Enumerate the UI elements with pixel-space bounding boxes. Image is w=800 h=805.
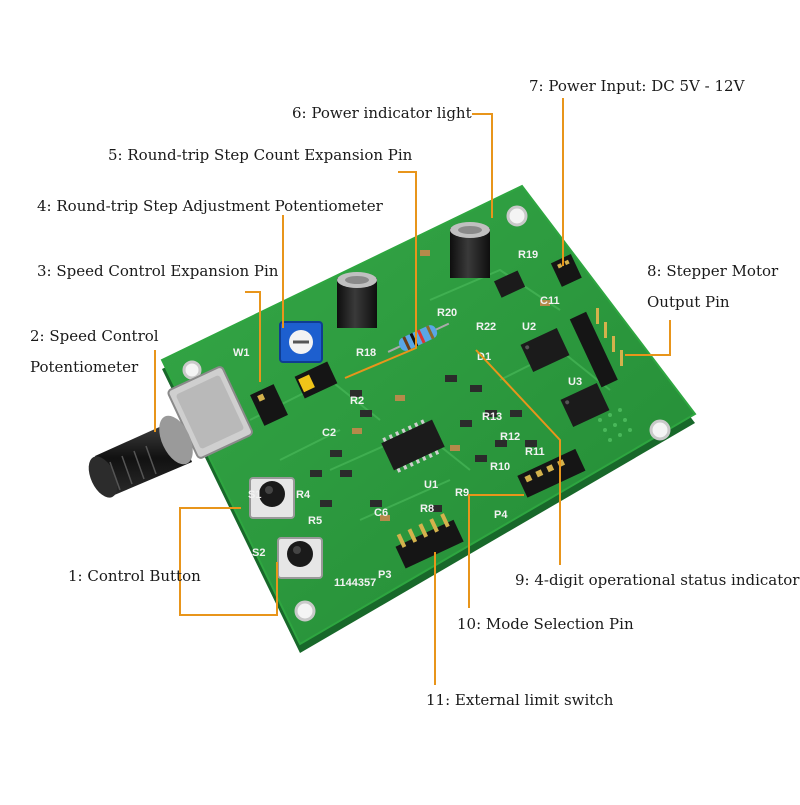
silk-c6: C6 [374, 507, 388, 519]
leader-6 [472, 113, 493, 218]
silk-r18: R18 [356, 347, 376, 359]
control-button-s2 [277, 537, 323, 579]
silk-r5: R5 [308, 515, 322, 527]
speed-potentiometer [88, 366, 253, 498]
silk-r22: R22 [476, 321, 496, 333]
step-count-pin-header [294, 361, 338, 399]
ic-u3 [560, 382, 610, 428]
ic-u1 [381, 419, 445, 473]
capacitor-c10 [337, 272, 377, 328]
smd-components [310, 375, 537, 512]
silk-r20: R20 [437, 307, 457, 319]
silk-r2: R2 [350, 395, 364, 407]
capacitor-c12 [450, 222, 490, 278]
silk-r12: R12 [500, 431, 520, 443]
leader-3 [245, 291, 261, 382]
blue-trimmer-potentiometer [279, 321, 323, 363]
label-limit-switch: 11: External limit switch [426, 691, 614, 709]
speed-expansion-pin-header [250, 384, 288, 426]
label-control-button: 1: Control Button [68, 567, 201, 585]
label-mode-selection: 10: Mode Selection Pin [457, 615, 634, 633]
leader-1 [179, 507, 278, 616]
label-power-indicator: 6: Power indicator light [292, 104, 472, 122]
silk-r9: R9 [455, 487, 469, 499]
silk-r10: R10 [490, 461, 510, 473]
power-input-header [550, 254, 582, 287]
pcb-board [160, 184, 697, 646]
silk-u3: U3 [568, 376, 582, 388]
smd-capacitors [352, 250, 550, 521]
silk-w1: W1 [233, 347, 250, 359]
silk-r8: R8 [420, 503, 434, 515]
control-button-s1 [249, 477, 295, 519]
silk-s2: S2 [252, 547, 265, 559]
silk-c11: C11 [540, 295, 560, 307]
label-status-indicator: 9: 4-digit operational status indicator [515, 571, 800, 589]
ic-u2 [520, 327, 570, 373]
label-stepper-output-line2: Output Pin [647, 293, 730, 311]
silk-r4: R4 [296, 489, 311, 501]
mounting-holes [182, 205, 671, 622]
leader-9 [475, 349, 561, 565]
silkscreen: W1 S1 S2 P3 P4 U1 U2 U3 R18 R20 R22 R19 … [233, 249, 582, 589]
silk-serial: 1144357 [334, 577, 376, 589]
silk-s1: S1 [248, 489, 261, 501]
pcb-via-grid [598, 408, 632, 442]
label-speed-control-line1: 2: Speed Control [30, 327, 159, 345]
silk-r11: R11 [525, 446, 545, 458]
silk-c2: C2 [322, 427, 336, 439]
silk-u1: U1 [424, 479, 438, 491]
silk-p4: P4 [494, 509, 508, 521]
mode-pin-header-p3 [395, 513, 464, 569]
label-power-input: 7: Power Input: DC 5V - 12V [529, 77, 745, 95]
label-speed-control-line2: Potentiometer [30, 358, 139, 376]
silk-p3: P3 [378, 569, 391, 581]
resistor-r18 [387, 322, 450, 353]
regulator [493, 270, 526, 298]
leader-10 [468, 494, 524, 608]
label-round-trip-count-pin: 5: Round-trip Step Count Expansion Pin [108, 146, 413, 164]
leader-8 [625, 320, 671, 356]
leader-lines [154, 98, 671, 685]
label-speed-expansion-pin: 3: Speed Control Expansion Pin [37, 262, 279, 280]
label-round-trip-step-pot: 4: Round-trip Step Adjustment Potentiome… [37, 197, 383, 215]
silk-r13: R13 [482, 411, 502, 423]
status-header-p4 [517, 448, 586, 498]
leader-5 [344, 171, 417, 379]
silk-u2: U2 [522, 321, 536, 333]
stepper-output-pins [569, 308, 623, 388]
silk-r19: R19 [518, 249, 538, 261]
label-stepper-output-line1: 8: Stepper Motor [647, 262, 779, 280]
